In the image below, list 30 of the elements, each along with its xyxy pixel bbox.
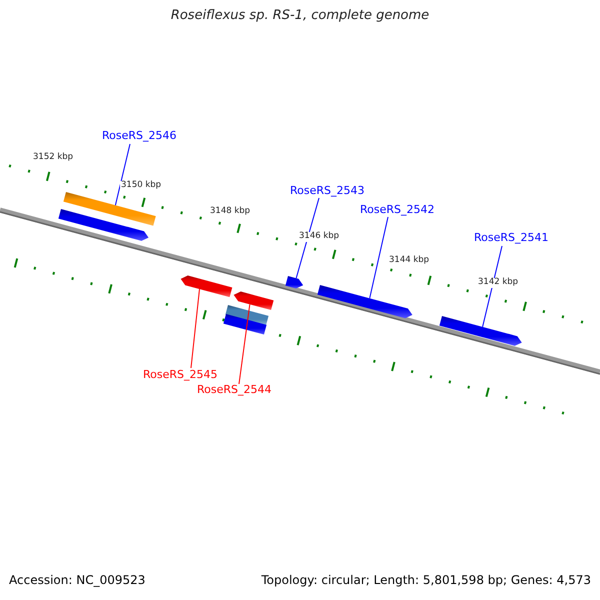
scale-label: 3142 kbp	[477, 278, 520, 288]
footer-text: Topology: circular; Length: 5,801,598 bp; Genes: 4,573	[261, 574, 591, 588]
footer-text: Accession: NC_009523	[9, 574, 146, 588]
scale-label: 3152 kbp	[32, 153, 74, 163]
scale-label: 3144 kbp	[388, 256, 430, 266]
gene-label: RoseRS_2543	[290, 185, 364, 198]
gene-feature	[58, 209, 149, 241]
leader-line	[296, 198, 320, 279]
gene-feature	[439, 316, 522, 346]
leader-line	[369, 216, 388, 299]
leader-line	[114, 144, 130, 206]
gene-feature	[225, 305, 269, 326]
gene-label: RoseRS_2544	[197, 384, 272, 397]
gene-feature	[180, 275, 233, 298]
scale-label: 3150 kbp	[120, 181, 162, 191]
gene-label: RoseRS_2541	[474, 232, 548, 245]
leader-line	[238, 304, 250, 384]
gene-feature	[317, 285, 413, 319]
scale-label: 3146 kbp	[298, 232, 340, 242]
gene-feature	[223, 314, 267, 335]
title: Roseiflexus sp. RS-1, complete genome	[170, 9, 430, 24]
leader-line	[482, 246, 502, 328]
leader-line	[190, 288, 200, 368]
gene-label: RoseRS_2542	[360, 204, 434, 217]
gene-label: RoseRS_2545	[143, 369, 218, 382]
scale-label: 3148 kbp	[209, 207, 252, 217]
gene-label: RoseRS_2546	[102, 130, 176, 143]
gene-feature	[63, 192, 156, 226]
gene-feature	[233, 291, 274, 311]
gene-feature	[285, 276, 304, 289]
